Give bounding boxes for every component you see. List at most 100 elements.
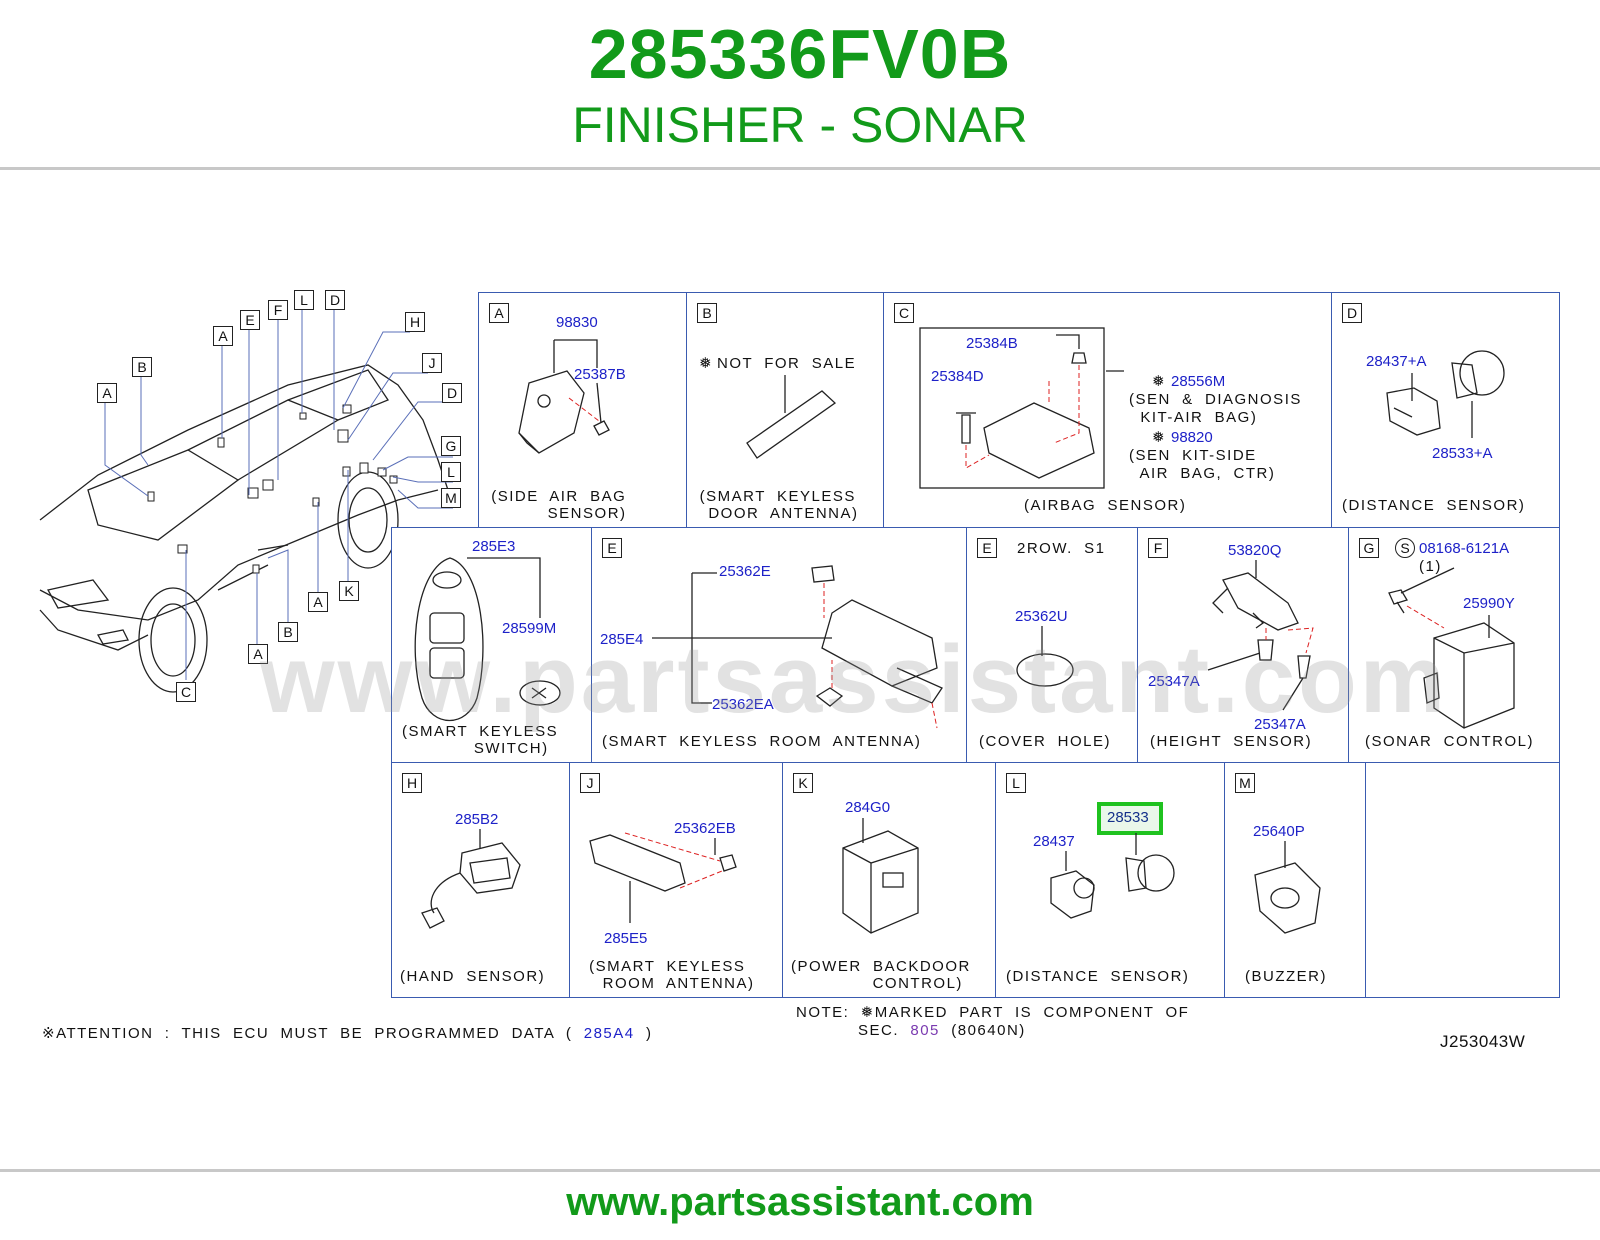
part-number[interactable]: 285E5 bbox=[604, 930, 648, 947]
panel-caption: (SMART KEYLESS ROOM ANTENNA) bbox=[589, 958, 755, 992]
door-antenna-illustration bbox=[746, 375, 837, 459]
part-number[interactable]: 25362U bbox=[1015, 608, 1068, 625]
callout-a: A bbox=[213, 326, 233, 346]
buzzer-illustration bbox=[1254, 841, 1321, 934]
attention-part-number[interactable]: 285A4 bbox=[583, 1025, 635, 1042]
panel-smart-keyless-room-antenna-j: J 25362EB 285E5 (SMART KEYLESS ROOM ANTE… bbox=[569, 762, 783, 998]
part-number[interactable]: 28437 bbox=[1033, 833, 1075, 850]
callout-m: M bbox=[441, 488, 461, 508]
asterisk-icon: ❅ bbox=[1152, 373, 1167, 390]
panel-hand-sensor: H 285B2 (HAND SENSOR) bbox=[391, 762, 570, 998]
part-number[interactable]: 284G0 bbox=[845, 799, 891, 816]
asterisk-icon: ❅ bbox=[699, 355, 714, 372]
room-antenna-j-illustration bbox=[589, 832, 737, 923]
panel-tag: H bbox=[402, 773, 422, 793]
panel-caption: (AIRBAG SENSOR) bbox=[1024, 497, 1187, 514]
panel-caption: (DISTANCE SENSOR) bbox=[1006, 968, 1190, 985]
panel-caption: (BUZZER) bbox=[1245, 968, 1327, 985]
part-number[interactable]: 25384D bbox=[931, 368, 984, 385]
panel-side-airbag-sensor: A 98830 25387B (SIDE AIR BAG SENSOR) bbox=[478, 292, 687, 528]
panel-sonar-control: G S 08168-6121A (1) 25990Y (SONAR CONTRO… bbox=[1348, 527, 1560, 763]
part-number[interactable]: 98820 bbox=[1171, 429, 1213, 446]
part-number[interactable]: 25387B bbox=[574, 366, 626, 383]
part-number[interactable]: 25384B bbox=[966, 335, 1018, 352]
callout-b: B bbox=[132, 357, 152, 377]
highlighted-part-number[interactable]: 28533 bbox=[1107, 809, 1149, 826]
part-number[interactable]: 53820Q bbox=[1228, 542, 1282, 559]
callout-b: B bbox=[278, 622, 298, 642]
part-number[interactable]: 25362EA bbox=[712, 696, 774, 713]
backdoor-control-illustration bbox=[842, 818, 919, 934]
callout-j: J bbox=[422, 353, 442, 373]
callout-c: C bbox=[176, 682, 196, 702]
panel-caption: (SMART KEYLESS SWITCH) bbox=[402, 723, 559, 757]
part-number[interactable]: 285E3 bbox=[472, 538, 516, 555]
panel-caption: (SIDE AIR BAG SENSOR) bbox=[491, 488, 627, 522]
callout-a: A bbox=[308, 592, 328, 612]
panel-caption: (HEIGHT SENSOR) bbox=[1150, 733, 1313, 750]
part-number[interactable]: 08168-6121A bbox=[1419, 540, 1510, 557]
part-number[interactable]: 25362EB bbox=[674, 820, 736, 837]
note-text: MARKED PART IS COMPONENT OF bbox=[874, 1004, 1190, 1021]
callout-d: D bbox=[325, 290, 345, 310]
panel-tag: D bbox=[1342, 303, 1362, 323]
header-divider bbox=[0, 167, 1600, 170]
part-number[interactable]: 28556M bbox=[1171, 373, 1226, 390]
panel-caption: (SMART KEYLESS DOOR ANTENNA) bbox=[699, 488, 859, 522]
part-number[interactable]: 25347A bbox=[1148, 673, 1200, 690]
panel-tag: E bbox=[602, 538, 622, 558]
part-number[interactable]: 25990Y bbox=[1463, 595, 1515, 612]
part-number[interactable]: 25362E bbox=[719, 563, 771, 580]
part-number[interactable]: 25347A bbox=[1254, 716, 1306, 733]
row-position-note: 2ROW. S1 bbox=[1017, 540, 1106, 557]
panel-tag: L bbox=[1006, 773, 1026, 793]
distance-sensor-l-illustration bbox=[1050, 833, 1175, 919]
panel-tag: J bbox=[580, 773, 600, 793]
panel-caption: (COVER HOLE) bbox=[979, 733, 1112, 750]
panel-smart-keyless-switch: 285E3 28599M (SMART KEYLESS SWITCH) bbox=[391, 527, 592, 763]
panel-tag: B bbox=[697, 303, 717, 323]
panel-tag: E bbox=[977, 538, 997, 558]
panel-distance-sensor-d: D 28437+A 28533+A (DISTANCE SENSOR) bbox=[1331, 292, 1560, 528]
callout-l: L bbox=[294, 290, 314, 310]
callout-h: H bbox=[405, 312, 425, 332]
panel-tag: F bbox=[1148, 538, 1168, 558]
panel-smart-keyless-room-antenna-e: E 25362E 285E4 25362EA (SMART KEYLESS RO… bbox=[591, 527, 967, 763]
panel-caption: (DISTANCE SENSOR) bbox=[1342, 497, 1526, 514]
panel-tag: G bbox=[1359, 538, 1379, 558]
panel-power-backdoor-control: K 284G0 (POWER BACKDOOR CONTROL) bbox=[782, 762, 996, 998]
airbag-sensor-illustration bbox=[919, 327, 1124, 489]
kit-description: (SEN KIT-SIDE AIR BAG, CTR) bbox=[1129, 447, 1276, 482]
callout-g: G bbox=[441, 436, 461, 456]
note-label: NOTE: bbox=[796, 1004, 861, 1021]
height-sensor-illustration bbox=[1207, 560, 1314, 711]
part-number[interactable]: 28533+A bbox=[1432, 445, 1493, 462]
panel-caption: (POWER BACKDOOR CONTROL) bbox=[791, 958, 971, 992]
panel-tag: C bbox=[894, 303, 914, 323]
section-code: (80640N) bbox=[951, 1022, 1026, 1039]
room-antenna-illustration bbox=[652, 565, 943, 729]
footer-divider bbox=[0, 1169, 1600, 1172]
part-number[interactable]: 98830 bbox=[556, 314, 598, 331]
part-number[interactable]: 285E4 bbox=[600, 631, 644, 648]
panel-distance-sensor-l: L 28437 28533 (DISTANCE SENSOR) bbox=[995, 762, 1225, 998]
diagram-code: J253043W bbox=[1440, 1032, 1526, 1051]
part-number[interactable]: 285B2 bbox=[455, 811, 499, 828]
part-number[interactable]: 25640P bbox=[1253, 823, 1305, 840]
sonar-control-illustration bbox=[1388, 567, 1515, 729]
not-for-sale-note: NOT FOR SALE bbox=[717, 355, 857, 372]
callout-d: D bbox=[442, 383, 462, 403]
panel-cover-hole: E 2ROW. S1 25362U (COVER HOLE) bbox=[966, 527, 1138, 763]
note-line-2: SEC. 805 (80640N) bbox=[858, 1022, 1026, 1040]
quantity-note: (1) bbox=[1419, 558, 1442, 575]
footer-website-link[interactable]: www.partsassistant.com bbox=[566, 1180, 1034, 1224]
section-link[interactable]: 805 bbox=[910, 1022, 940, 1039]
panel-caption: (SMART KEYLESS ROOM ANTENNA) bbox=[602, 733, 922, 750]
panel-airbag-sensor: C 25384B 25384D ❅ 28556M (SEN & DIAGNOSI… bbox=[883, 292, 1332, 528]
part-number-title: 285336FV0B bbox=[588, 15, 1012, 93]
panel-height-sensor: F 53820Q 25347A 25347A (HEIGHT SENSOR) bbox=[1137, 527, 1349, 763]
part-number[interactable]: 28437+A bbox=[1366, 353, 1427, 370]
part-number[interactable]: 28599M bbox=[502, 620, 557, 637]
attention-text: ※ATTENTION : THIS ECU MUST BE PROGRAMMED… bbox=[42, 1025, 573, 1042]
panel-tag: K bbox=[793, 773, 813, 793]
